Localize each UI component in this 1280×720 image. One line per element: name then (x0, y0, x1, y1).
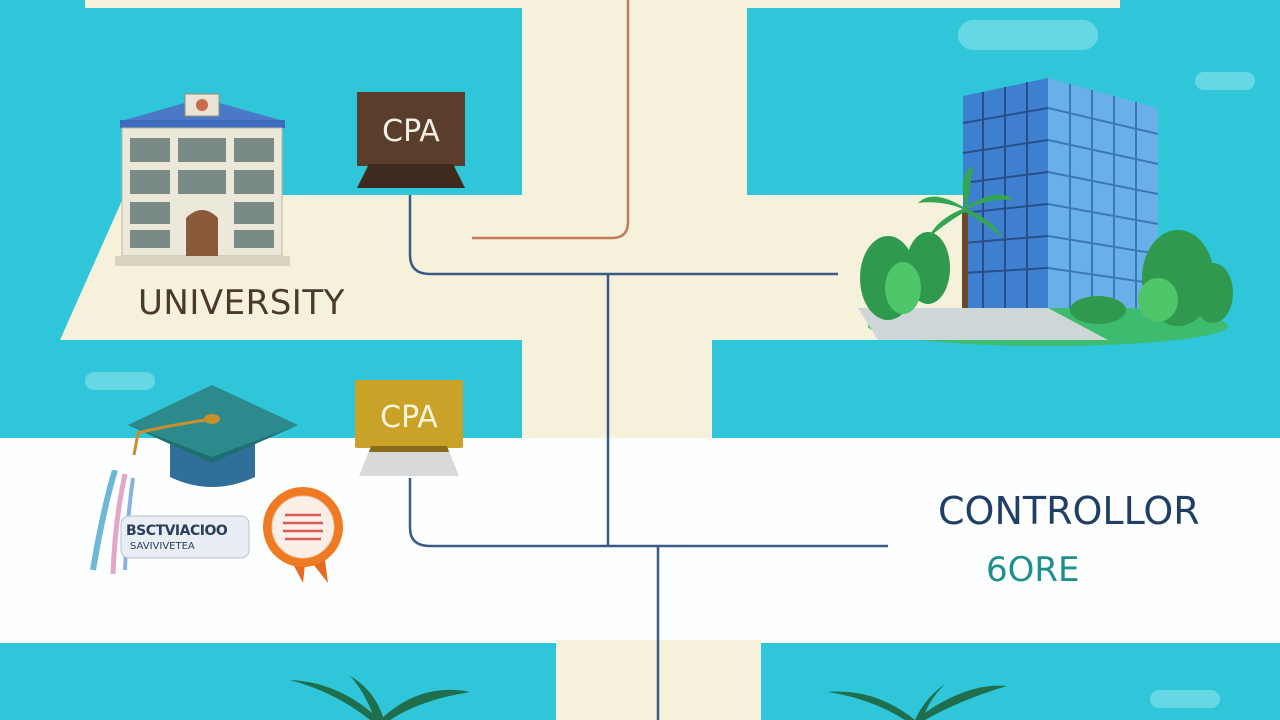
controller-sublabel: 6ORE (986, 550, 1080, 590)
cpa-bottom-connector (408, 478, 888, 548)
cpa-top-connector (408, 195, 838, 276)
controller-label: CONTROLLOR (938, 489, 1200, 533)
diploma-scroll-icon (90, 470, 250, 575)
palm-tree-icon (290, 676, 470, 720)
cpa-top-label: CPA (382, 114, 440, 149)
diploma-text-2: SAVIVIVETEA (130, 541, 195, 552)
rust-connector (472, 0, 630, 240)
award-ribbon-icon (263, 487, 343, 583)
cpa-top-box (357, 92, 465, 166)
university-label: UNIVERSITY (138, 283, 345, 323)
cloud (1195, 72, 1255, 90)
cpa-top-stand (357, 164, 465, 188)
graduation-cap-icon (128, 385, 298, 487)
vertical-road-mid (522, 335, 712, 445)
vertical-road-top (522, 0, 747, 200)
cloud (958, 20, 1098, 50)
cloud (85, 372, 155, 390)
cloud (1150, 690, 1220, 708)
palm-tree-icon (827, 684, 1007, 720)
cpa-bottom-stand (359, 446, 459, 476)
office-tower-icon (858, 78, 1233, 346)
university-building-icon (115, 93, 290, 266)
diploma-text-1: BSCTVIACIOO (126, 523, 228, 539)
cpa-bottom-box (355, 380, 463, 448)
cpa-bottom-label: CPA (380, 400, 438, 435)
